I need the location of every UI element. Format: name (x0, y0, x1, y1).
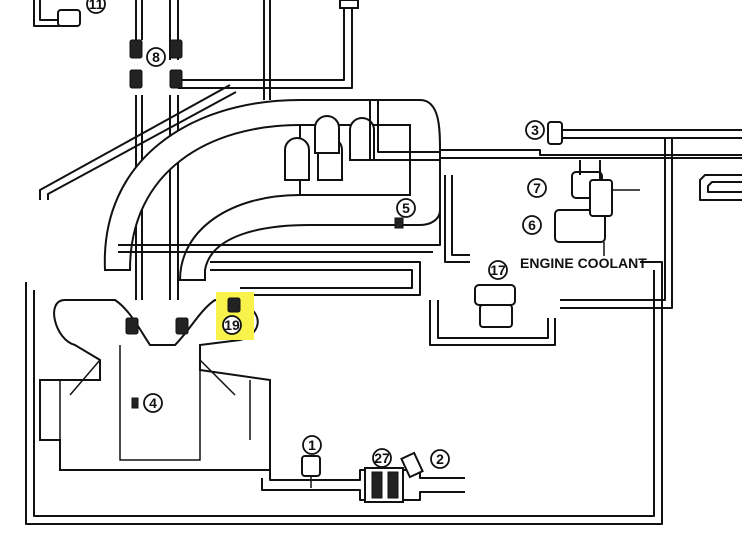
callout-19: 19 (222, 315, 242, 335)
svg-text:5: 5 (402, 200, 410, 216)
callout-27: 27 (372, 448, 392, 468)
svg-text:17: 17 (490, 262, 506, 278)
svg-text:19: 19 (224, 317, 240, 333)
svg-text:7: 7 (533, 180, 541, 196)
callout-17: 17 (488, 260, 508, 280)
callout-5: 5 (396, 198, 416, 218)
svg-text:11: 11 (89, 0, 104, 12)
svg-text:8: 8 (152, 49, 160, 65)
svg-text:6: 6 (528, 217, 536, 233)
svg-text:1: 1 (308, 437, 316, 453)
callout-6: 6 (522, 215, 542, 235)
top-hoses (39, 0, 353, 200)
callout-8: 8 (146, 47, 166, 67)
right-edge-coil (699, 174, 742, 201)
svg-text:27: 27 (374, 450, 390, 466)
right-manifold-hoses (118, 100, 742, 346)
valve-17 (474, 284, 516, 328)
callout-7: 7 (527, 178, 547, 198)
top-components (57, 0, 359, 27)
callout-2: 2 (430, 449, 450, 469)
sensor-cluster (547, 121, 640, 256)
svg-text:2: 2 (436, 451, 444, 467)
intake-plenum (103, 99, 441, 281)
callout-1: 1 (302, 435, 322, 455)
engine-block (39, 298, 271, 471)
svg-text:4: 4 (149, 395, 157, 411)
small-components (131, 217, 404, 409)
exhaust-pipe (261, 451, 465, 503)
callout-4: 4 (143, 393, 163, 413)
callout-11: 11 (86, 0, 106, 14)
outer-return-hose (25, 261, 663, 525)
svg-text:3: 3 (531, 122, 539, 138)
callout-3: 3 (525, 120, 545, 140)
engine-coolant-label: ENGINE COOLANT (520, 255, 647, 271)
injector-group-top (125, 39, 189, 335)
